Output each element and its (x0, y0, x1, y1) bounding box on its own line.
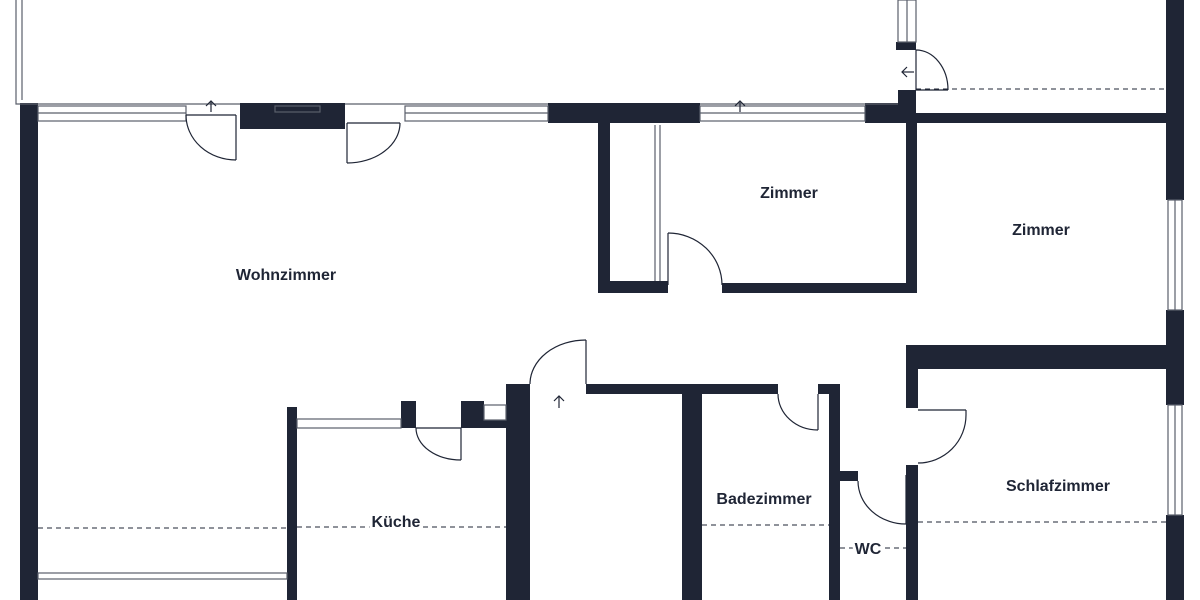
door (915, 49, 949, 91)
room-label-badezimmer: Badezimmer (716, 491, 811, 508)
kitchen-counter (296, 418, 402, 429)
room-label-zimmer-2: Zimmer (1012, 222, 1070, 239)
door (917, 409, 967, 464)
wall (401, 401, 416, 428)
room-label-wc: WC (855, 541, 882, 558)
wall (682, 394, 702, 600)
wall (906, 345, 918, 408)
door (185, 114, 237, 161)
wall (287, 407, 297, 600)
arrow-up-icon (734, 100, 746, 112)
door (857, 475, 907, 525)
wall (840, 471, 858, 481)
small-counter (483, 404, 507, 421)
wall (898, 90, 916, 123)
wall (461, 420, 506, 428)
wall (896, 42, 916, 50)
terrace-outline (15, 0, 240, 105)
wall (722, 283, 917, 293)
wall (598, 123, 610, 293)
arrow-left-icon (901, 66, 914, 78)
arrow-up-icon (553, 395, 565, 408)
wall (1166, 515, 1184, 600)
dashed-lines (38, 88, 1166, 549)
wall (20, 103, 38, 600)
arrow-up-icon (205, 100, 217, 112)
room-label-zimmer-1: Zimmer (760, 185, 818, 202)
wall (548, 103, 700, 123)
window (274, 105, 321, 113)
wall (906, 345, 1171, 369)
doors (185, 49, 967, 525)
window (37, 572, 288, 580)
wall (906, 465, 918, 600)
door (346, 122, 401, 164)
wall (598, 281, 668, 293)
door (529, 339, 587, 385)
wall (915, 113, 1170, 123)
room-label-schlafzimmer: Schlafzimmer (1006, 478, 1110, 495)
room-label-wohnzimmer: Wohnzimmer (236, 267, 336, 284)
door (415, 427, 462, 461)
wall (1166, 0, 1184, 200)
wall (1166, 310, 1184, 405)
wall (906, 123, 917, 293)
wall (829, 384, 840, 600)
wall (506, 384, 530, 600)
thin-lines (15, 0, 1183, 580)
arrows (205, 66, 914, 408)
wall (240, 103, 345, 129)
wall (586, 384, 778, 394)
door (667, 232, 723, 286)
room-label-kueche: Küche (372, 514, 421, 531)
walls (20, 0, 1184, 600)
door (777, 393, 819, 431)
